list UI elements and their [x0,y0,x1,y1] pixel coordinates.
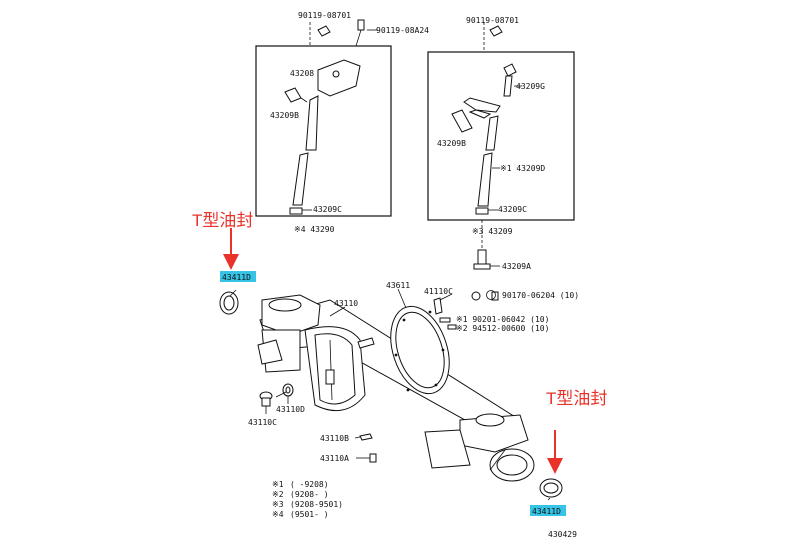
part-43209g: 43209G [516,82,545,91]
part-90201-06042: ※1 90201-06042 (10) [456,315,549,324]
part-43110a: 43110A [320,454,349,463]
drain-plugs [259,383,377,463]
part-43209b-left: 43209B [270,111,299,120]
breather-housing-43208 [317,59,361,97]
legend-mark-3: ※3 [272,500,284,509]
part-43209a: 43209A [502,262,531,271]
part-90170-06204: 90170-06204 (10) [502,291,579,300]
diagram-number: 430429 [548,530,577,539]
part-41110c: 41110C [424,287,453,296]
part-94512-00600: ※2 94512-00600 (10) [456,324,549,333]
part-43110d: 43110D [276,405,305,414]
oil-seal-right [539,478,563,498]
part-43611: 43611 [386,281,410,290]
oil-seal-left [219,291,239,315]
part-43208: 43208 [290,69,314,78]
part-43110: 43110 [334,299,358,308]
label-t-oil-seal-left: T型油封 [192,211,253,230]
part-43209d: ※1 43209D [500,164,545,173]
part-43209: ※3 43209 [472,227,513,236]
axle-housing-43110 [257,294,535,482]
highlight-43411d-left [220,271,256,282]
part-43290: ※4 43290 [294,225,335,234]
legend-range-2: (9208- ) [290,490,329,499]
leader-lines [229,288,551,501]
legend-mark-4: ※4 [272,510,284,519]
left-breather-box [255,45,392,217]
right-breather-box [427,51,575,221]
part-90119-08a24: 90119-08A24 [376,26,429,35]
part-43209c-right: 43209C [498,205,527,214]
legend: ※1 ( -9208) ※2 (9208- ) ※3 (9208-9501) ※… [272,480,343,519]
part-43411d-left: 43411D [222,273,251,282]
part-90119-08701-left: 90119-08701 [298,11,351,20]
cover-gasket-43611 [390,305,450,395]
part-43411d-right: 43411D [532,507,561,516]
part-43209b-right: 43209B [437,139,466,148]
part-43209c-left: 43209C [313,205,342,214]
part-43110c: 43110C [248,418,277,427]
legend-mark-1: ※1 [272,480,284,489]
legend-range-4: (9501- ) [290,510,329,519]
cover-bolts [433,291,499,330]
label-t-oil-seal-right: T型油封 [546,389,607,408]
right-breather-group [427,22,575,270]
left-breather-group [255,19,392,217]
highlight-43411d-right [530,505,566,516]
part-43110b: 43110B [320,434,349,443]
part-90119-08701-right: 90119-08701 [466,16,519,25]
legend-range-1: ( -9208) [290,480,329,489]
legend-mark-2: ※2 [272,490,284,499]
legend-range-3: (9208-9501) [290,500,343,509]
